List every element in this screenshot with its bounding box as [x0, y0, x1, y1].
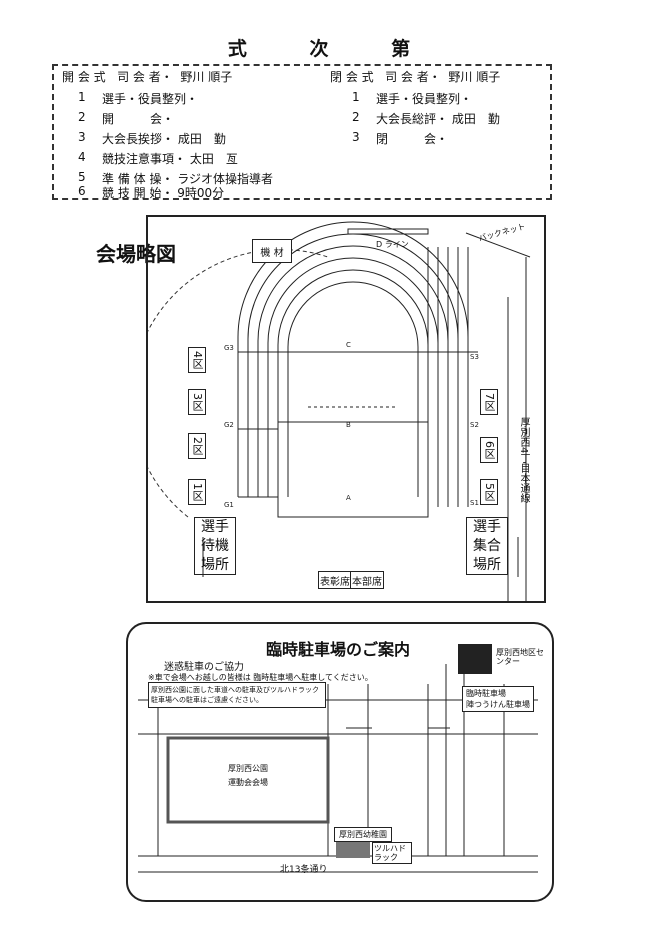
zone-box: 1区	[188, 479, 206, 505]
opening-item: 競技注意事項・ 太田 亙	[102, 152, 238, 166]
zone-box: 5区	[480, 479, 498, 505]
page-title: 式 次 第	[227, 38, 439, 60]
opening-item-num: 3	[78, 130, 86, 144]
opening-item-num: 1	[78, 90, 86, 104]
opening-item: 選手・役員整列・	[102, 92, 199, 106]
closing-header: 閉 会 式 司 会 者・ 野川 順子	[330, 68, 500, 85]
opening-item: 大会長挨拶・ 成田 勤	[102, 132, 226, 146]
zone-box: 4区	[188, 347, 206, 373]
park-label: 厚別西公園 運動会会場	[228, 764, 268, 787]
opening-item-num: 4	[78, 150, 86, 164]
closing-mc-name: 野川 順子	[448, 70, 501, 84]
temp-parking-title: 臨時駐車場	[466, 689, 506, 698]
parking-guide: 厚別西公園に面した車道への駐車及びツルハドラック駐車場への駐車はご遠慮ください。…	[126, 622, 554, 902]
zone-label: 3区	[191, 393, 204, 411]
mark-s3: S3	[470, 353, 479, 361]
mark-g2: G2	[224, 421, 234, 429]
zone-label: 6区	[483, 441, 496, 459]
temp-parking-label: 臨時駐車場 陣つうけん駐車場	[462, 686, 534, 712]
parking-title: 臨時駐車場のご案内	[265, 640, 410, 659]
hq-seat: 本部席	[350, 571, 384, 589]
mark-g3: G3	[224, 344, 234, 352]
zone-label: 7区	[483, 393, 496, 411]
mark-b: B	[346, 421, 351, 429]
opening-header-text: 開 会 式	[62, 70, 106, 84]
opening-header: 開 会 式 司 会 者・ 野川 順子	[62, 68, 232, 85]
parking-subtitle: 迷惑駐車のご協力	[164, 662, 244, 673]
opening-item: 開 会・	[102, 112, 175, 126]
zone-box: 3区	[188, 389, 206, 415]
waiting-area: 選手 待機 場所	[194, 517, 236, 575]
closing-item: 選手・役員整列・	[376, 92, 473, 106]
venue-map: G3 G2 G1 S3 S2 S1 A B C 機 材 D ライン バックネット…	[146, 215, 546, 603]
opening-item: 準 備 体 操・ ラジオ体操指導者	[102, 172, 274, 186]
program-box: 開 会 式 司 会 者・ 野川 順子 1 選手・役員整列・ 2 開 会・ 3 大…	[52, 64, 552, 200]
mark-c: C	[346, 341, 351, 349]
equipment-box: 機 材	[252, 239, 292, 263]
warning-note: 厚別西公園に面した車道への駐車及びツルハドラック駐車場への駐車はご遠慮ください。	[148, 682, 326, 708]
opening-item-num: 5	[78, 170, 86, 184]
mark-s2: S2	[470, 421, 479, 429]
award-seat: 表彰席	[318, 571, 352, 589]
mark-g1: G1	[224, 501, 234, 509]
zone-label: 1区	[191, 483, 204, 501]
closing-item-num: 2	[352, 110, 360, 124]
zone-label: 4区	[191, 351, 204, 369]
closing-item-num: 1	[352, 90, 360, 104]
mark-s1: S1	[470, 499, 479, 507]
mark-a: A	[346, 494, 351, 502]
center-label: 厚別西地区センター	[496, 648, 544, 666]
zone-box: 6区	[480, 437, 498, 463]
opening-item-num: 6	[78, 184, 86, 198]
zone-box: 2区	[188, 433, 206, 459]
venue-title: 会場略図	[96, 242, 176, 266]
d-line-label: D ライン	[376, 240, 409, 249]
car-note: ※車で会場へお越しの皆様は 臨時駐車場へ駐車してください。	[148, 673, 373, 682]
temp-parking-sub: 陣つうけん駐車場	[466, 700, 530, 709]
closing-header-text: 閉 会 式	[330, 70, 374, 84]
closing-mc-label: 司 会 者・	[385, 70, 441, 84]
track-diagram: G3 G2 G1 S3 S2 S1 A B C	[148, 221, 531, 601]
opening-mc-name: 野川 順子	[180, 70, 233, 84]
opening-mc-label: 司 会 者・	[117, 70, 173, 84]
closing-item-num: 3	[352, 130, 360, 144]
road-label: 厚別西4丁目本通線	[518, 417, 529, 504]
closing-item: 大会長総評・ 成田 勤	[376, 112, 500, 126]
zone-box: 7区	[480, 389, 498, 415]
opening-item: 競 技 開 始・ 9時00分	[102, 186, 225, 200]
opening-item-num: 2	[78, 110, 86, 124]
zone-label: 5区	[483, 483, 496, 501]
kindergarten-label: 厚別西幼稚園	[334, 827, 392, 842]
closing-item: 閉 会・	[376, 132, 449, 146]
zone-label: 2区	[191, 437, 204, 455]
street-label: 北13条通り	[280, 865, 328, 875]
drugstore-label: ツルハドラック	[372, 842, 412, 864]
gathering-area: 選手 集合 場所	[466, 517, 508, 575]
